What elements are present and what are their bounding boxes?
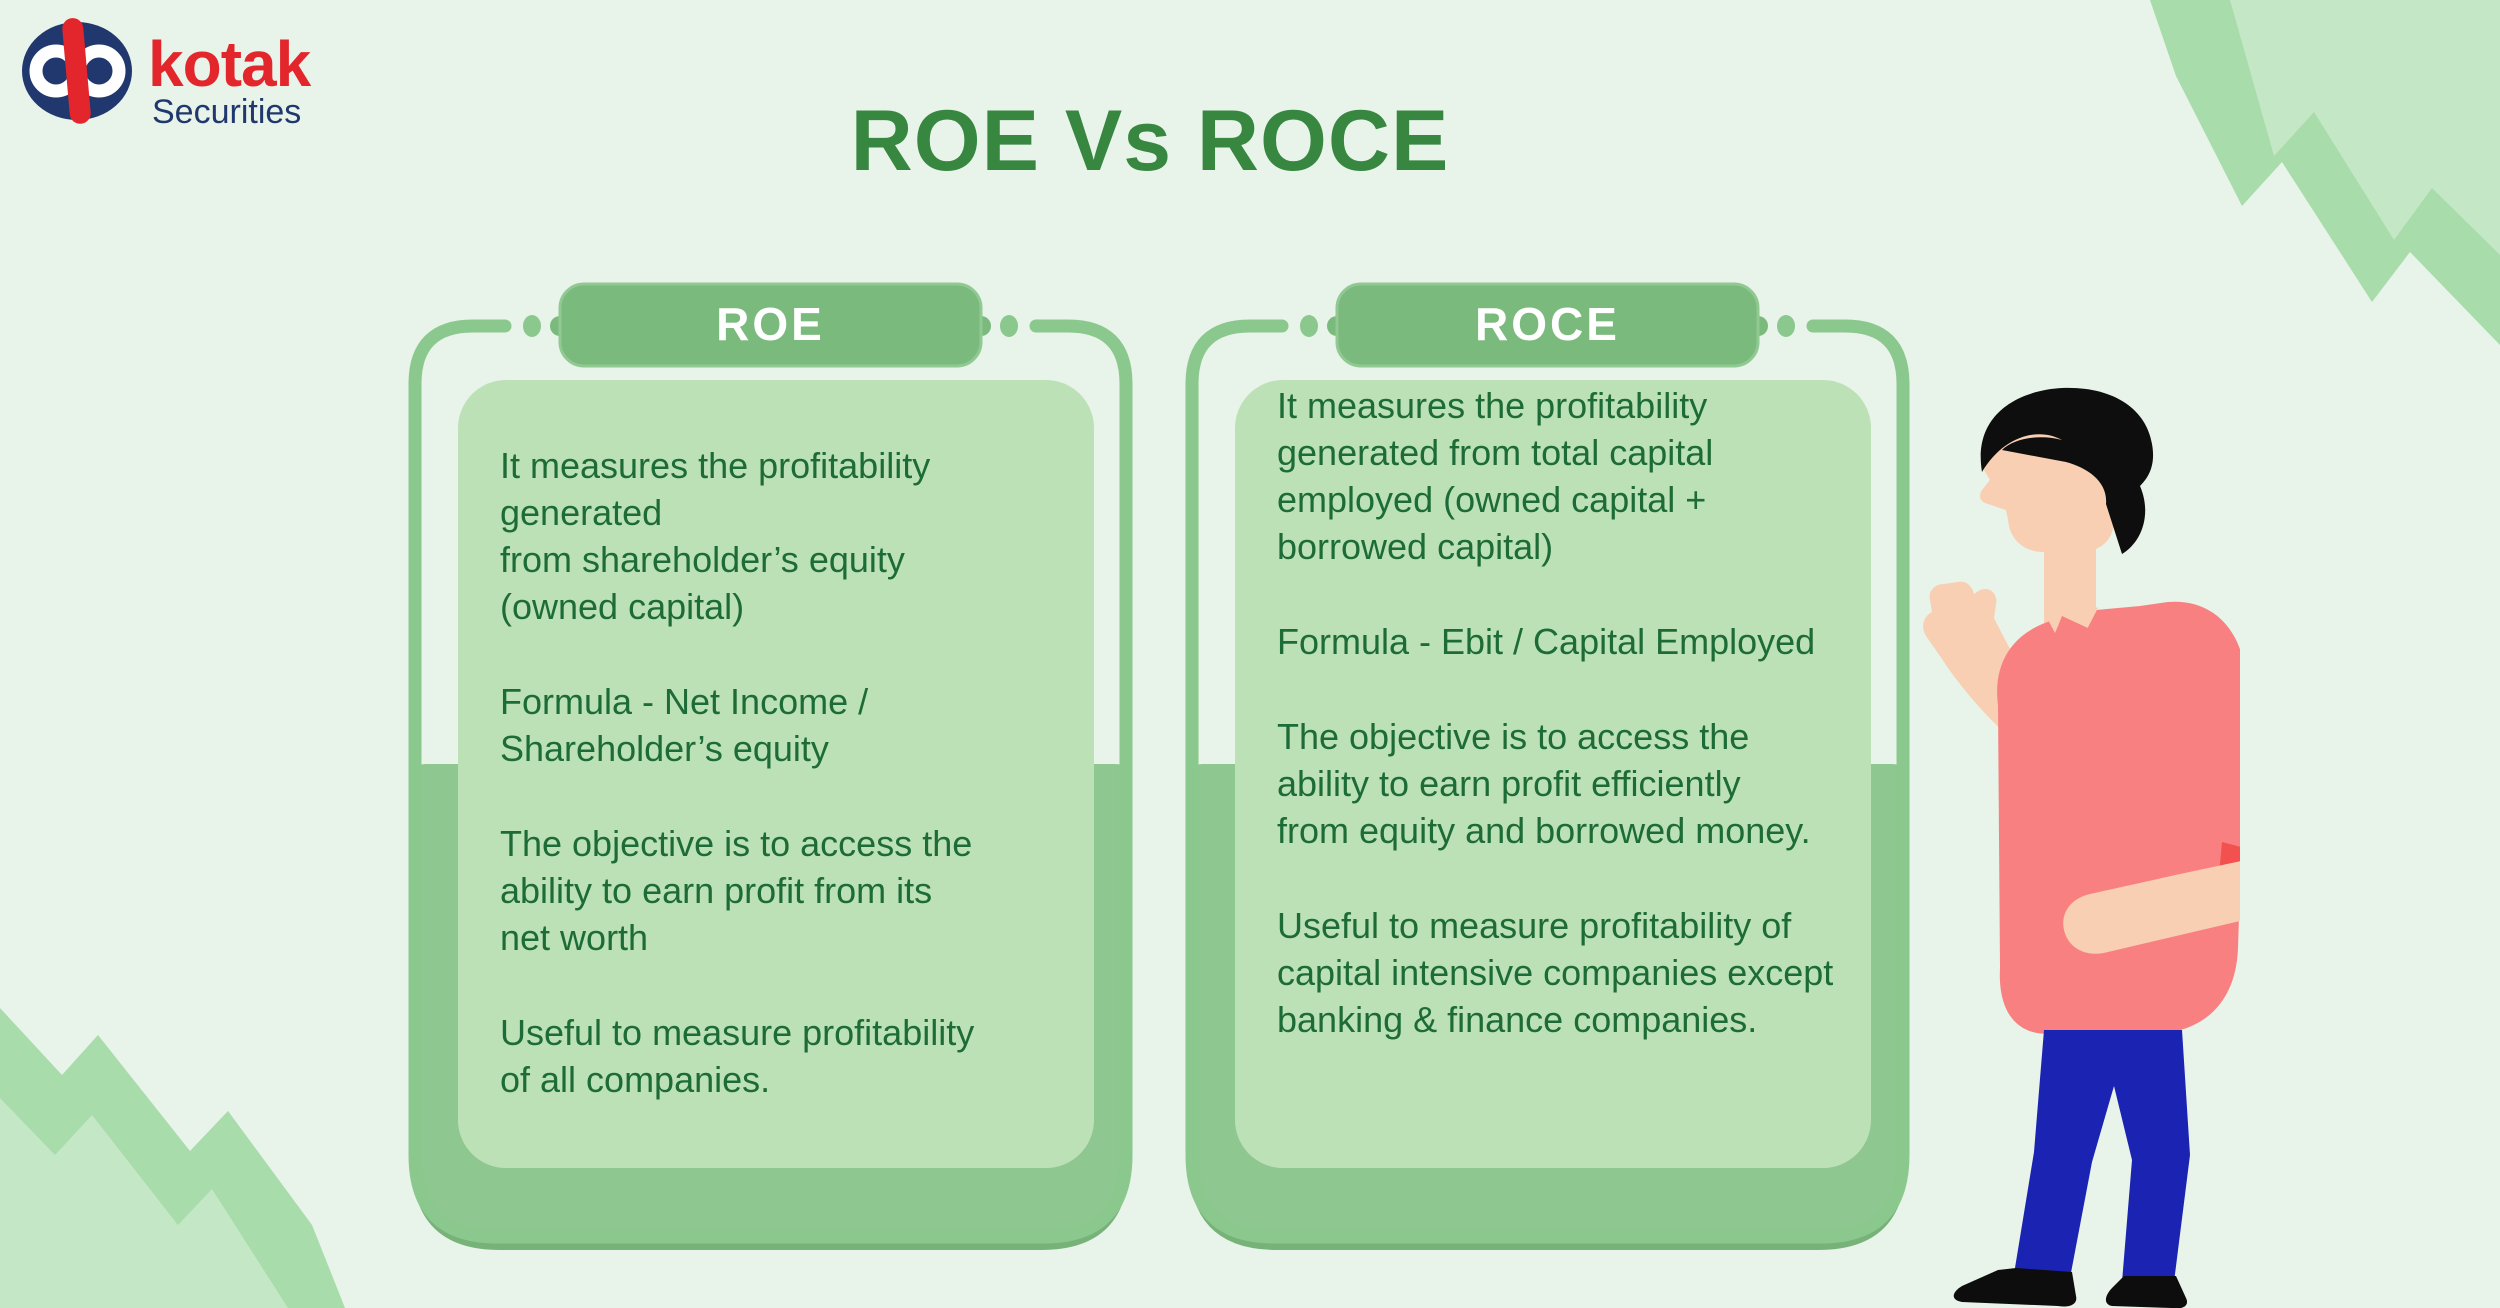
roe-card-frame bbox=[408, 282, 1133, 1250]
card-panel bbox=[458, 380, 1094, 1168]
roe-definition: It measures the profitability generated … bbox=[500, 445, 931, 627]
card-outline bbox=[1185, 319, 1910, 1244]
kotak-infinity-icon bbox=[22, 18, 132, 124]
roce-card-frame bbox=[1185, 282, 1910, 1250]
shoe-left bbox=[1953, 1268, 2077, 1307]
roce-card-text: It measures the profitability generated … bbox=[1277, 382, 1852, 1043]
pants bbox=[2014, 1030, 2190, 1282]
roe-card-text: It measures the profitability generated … bbox=[500, 442, 1075, 1103]
brand-name: kotak bbox=[148, 28, 312, 100]
card-panel bbox=[1235, 380, 1871, 1168]
roce-definition: It measures the profitability generated … bbox=[1277, 385, 1714, 567]
roce-card: ROCE It measures the profitability gener… bbox=[1185, 282, 1910, 1262]
man-illustration bbox=[1923, 387, 2240, 1308]
card-badge bbox=[558, 282, 983, 368]
hair bbox=[1980, 387, 2154, 554]
roe-objective: The objective is to access the ability t… bbox=[500, 823, 973, 958]
roce-objective: The objective is to access the ability t… bbox=[1277, 716, 1811, 851]
card-badge bbox=[1335, 282, 1760, 368]
roe-formula: Formula - Net Income / Shareholder’s equ… bbox=[500, 681, 869, 769]
dot-right bbox=[1777, 315, 1795, 337]
raised-sleeve bbox=[2002, 616, 2118, 768]
roce-formula: Formula - Ebit / Capital Employed bbox=[1277, 621, 1816, 662]
roe-usefulness: Useful to measure profitability of all c… bbox=[500, 1012, 975, 1100]
page-title: ROE Vs ROCE bbox=[850, 93, 1450, 189]
dot-left bbox=[523, 315, 541, 337]
dot-right bbox=[1000, 315, 1018, 337]
card-outline bbox=[408, 319, 1133, 1244]
shirt bbox=[1997, 601, 2240, 1034]
roe-card: ROE It measures the profitability genera… bbox=[408, 282, 1133, 1262]
kotak-logo: kotak Securities bbox=[22, 18, 313, 131]
roe-badge-label: ROE bbox=[716, 298, 825, 350]
dot-left bbox=[1300, 315, 1318, 337]
shoe-right bbox=[2106, 1276, 2187, 1308]
roce-usefulness: Useful to measure profitability of capit… bbox=[1277, 905, 1834, 1040]
corner-decoration-bottom-left bbox=[0, 1008, 345, 1308]
folded-forearm bbox=[2063, 861, 2240, 954]
brand-subtitle: Securities bbox=[152, 93, 301, 131]
roce-badge-label: ROCE bbox=[1475, 298, 1620, 350]
